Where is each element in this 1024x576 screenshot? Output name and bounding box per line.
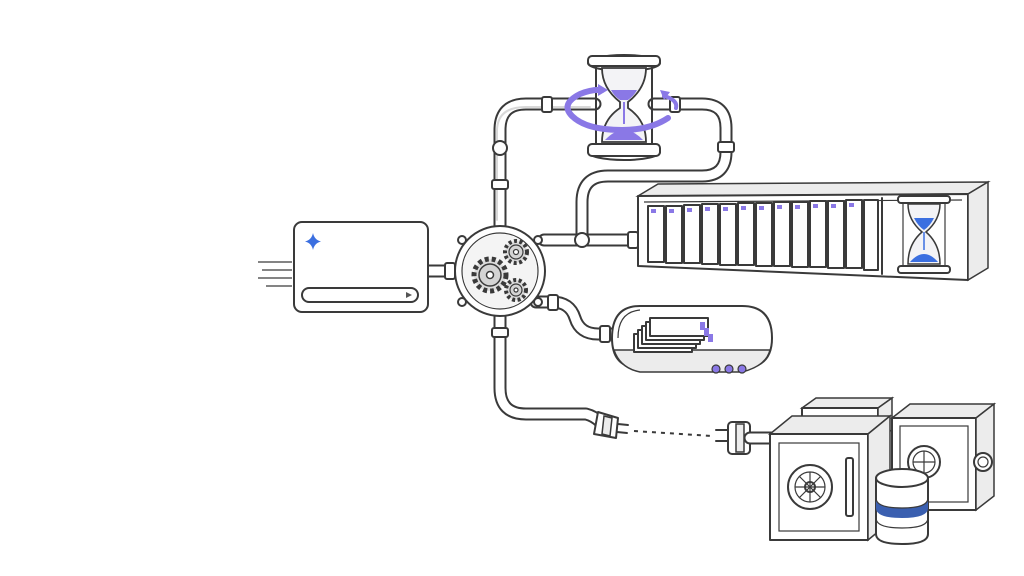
gear-icon <box>503 239 529 265</box>
gear-icon <box>504 278 528 302</box>
indicator-light <box>711 364 721 374</box>
dashed-link <box>633 430 713 437</box>
folder-icons <box>633 317 713 353</box>
plug-icon <box>715 421 779 455</box>
rotate-arrows <box>564 84 679 134</box>
prompt-input[interactable] <box>301 287 419 303</box>
gear-hub <box>454 225 546 317</box>
database-icon <box>875 468 929 545</box>
safe-cluster <box>767 396 997 542</box>
prompt-card[interactable] <box>258 221 429 313</box>
safe-icon <box>767 414 893 542</box>
indicator-light <box>737 364 747 374</box>
folder-capsule <box>611 305 773 374</box>
sparkle-icon <box>305 233 321 250</box>
plug-icon <box>593 411 629 439</box>
folder-rack <box>635 180 991 282</box>
indicator-light <box>724 364 734 374</box>
folder-icons <box>647 199 879 271</box>
gear-icon <box>471 256 509 294</box>
hourglass-top <box>564 54 679 161</box>
hourglass-icon <box>897 195 951 274</box>
motion-lines <box>258 261 292 287</box>
pipe-couplings <box>444 96 735 343</box>
send-icon[interactable] <box>406 292 412 298</box>
